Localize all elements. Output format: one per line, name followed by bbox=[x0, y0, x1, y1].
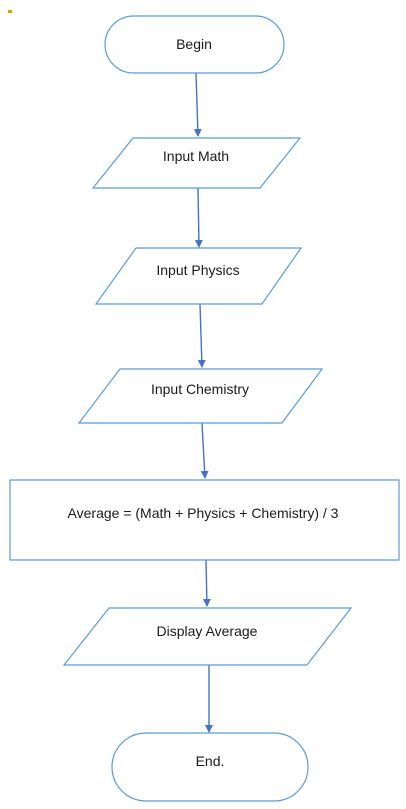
input-chemistry-node: Input Chemistry bbox=[77, 368, 324, 424]
corner-mark bbox=[8, 10, 12, 13]
display-average-label: Display Average bbox=[157, 623, 258, 639]
connector-input-math-to-input-physics bbox=[194, 187, 203, 248]
input-math-label: Input Math bbox=[163, 148, 229, 164]
input-physics-label: Input Physics bbox=[156, 262, 239, 278]
connector-input-physics-to-input-chemistry bbox=[197, 303, 206, 368]
end-terminal: End. bbox=[111, 732, 309, 802]
connector-begin-to-input-math bbox=[193, 72, 202, 137]
input-math-node: Input Math bbox=[91, 137, 302, 189]
connector-input-chemistry-to-average bbox=[200, 422, 209, 479]
input-physics-node: Input Physics bbox=[94, 247, 303, 305]
begin-terminal: Begin bbox=[104, 15, 285, 74]
display-average-node: Display Average bbox=[62, 607, 353, 666]
average-formula-label: Average = (Math + Physics + Chemistry) /… bbox=[68, 505, 339, 521]
begin-label: Begin bbox=[176, 36, 212, 52]
input-chemistry-label: Input Chemistry bbox=[151, 381, 249, 397]
end-label: End. bbox=[196, 753, 225, 769]
connector-average-to-display-average bbox=[202, 559, 211, 607]
average-process-node: Average = (Math + Physics + Chemistry) /… bbox=[9, 479, 400, 561]
